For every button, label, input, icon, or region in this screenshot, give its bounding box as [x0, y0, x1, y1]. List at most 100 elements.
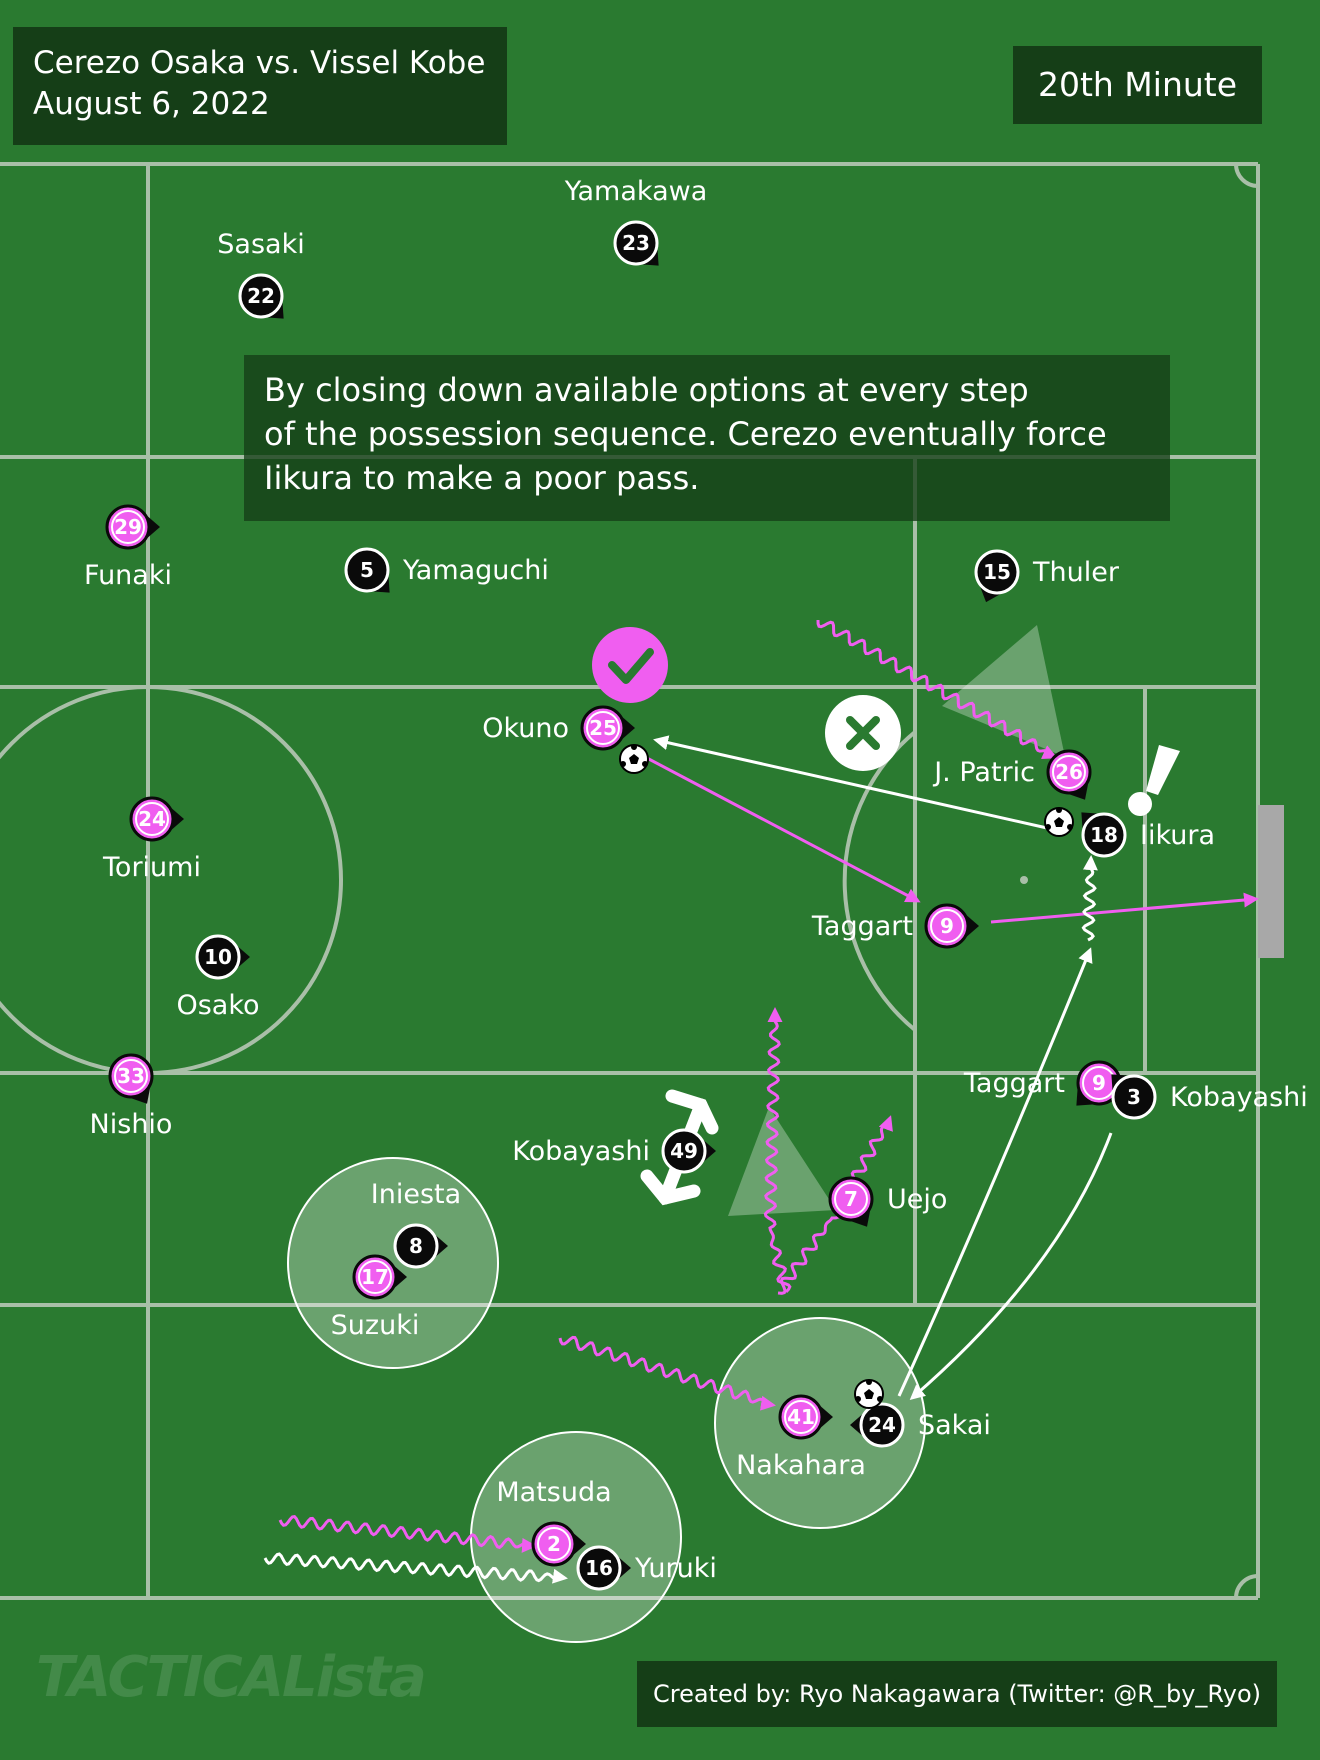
cerezo-marker — [352, 1254, 398, 1300]
player-name: Matsuda — [496, 1477, 611, 1508]
player-uejo: 7 Uejo — [828, 1176, 947, 1227]
shirt-number: 49 — [670, 1139, 698, 1163]
player-name: Taggart — [963, 1068, 1065, 1099]
vissel-marker — [1111, 1074, 1157, 1120]
shirt-number: 2 — [547, 1532, 561, 1556]
goal — [1258, 805, 1284, 958]
cerezo-marker — [778, 1394, 824, 1440]
facing-pointer — [621, 716, 635, 740]
player-name: Suzuki — [331, 1310, 420, 1341]
shirt-number: 33 — [117, 1064, 145, 1088]
cross-icon — [825, 695, 901, 771]
player-name: Kobayashi — [1170, 1082, 1308, 1113]
player-name: Yuruki — [634, 1553, 717, 1584]
facing-pointer — [850, 1413, 864, 1437]
facing-pointer — [572, 1532, 586, 1556]
player-okuno: 25 Okuno — [482, 705, 635, 751]
shirt-number: 26 — [1055, 760, 1083, 784]
exclamation-icon — [1128, 745, 1180, 816]
vissel-marker — [576, 1545, 622, 1591]
vissel-marker — [344, 547, 390, 593]
vissel-marker — [1081, 812, 1127, 858]
ball-icon — [1044, 807, 1074, 837]
facing-pointer — [146, 515, 160, 539]
shirt-number: 24 — [138, 807, 166, 831]
player-sakai: 24 Sakai — [850, 1402, 991, 1448]
player-name: Yamaguchi — [402, 555, 549, 586]
pressing-runs — [263, 619, 1098, 1584]
player-patric: 26 J. Patric — [932, 749, 1092, 800]
player-iniesta: 8 Iniesta — [371, 1179, 461, 1269]
shirt-number: 29 — [114, 515, 142, 539]
shirt-number: 18 — [1090, 823, 1118, 847]
player-name: Nishio — [90, 1109, 173, 1140]
shirt-number: 3 — [1127, 1085, 1141, 1109]
pressing-run-arrow — [263, 1552, 568, 1584]
match-title: Cerezo Osaka vs. Vissel Kobe — [33, 45, 486, 81]
shirt-number: 10 — [204, 945, 232, 969]
shirt-number: 16 — [585, 1556, 613, 1580]
shirt-number: 15 — [983, 560, 1011, 584]
pressing-run-arrow — [558, 1335, 776, 1411]
minute-badge: 20th Minute — [1013, 46, 1262, 124]
annotation-line-1: By closing down available options at eve… — [264, 371, 1029, 409]
shirt-number: 25 — [589, 716, 617, 740]
credit-panel: Created by: Ryo Nakagawara (Twitter: @R_… — [637, 1661, 1277, 1727]
shirt-number: 8 — [409, 1234, 423, 1258]
pass-arrows — [644, 735, 1259, 924]
vissel-marker — [613, 220, 659, 266]
pressing-run-arrow — [278, 1515, 537, 1553]
facing-pointer — [434, 1234, 448, 1258]
player-name: Yamakawa — [564, 176, 708, 207]
cerezo-marker — [108, 1053, 154, 1099]
match-title-panel: Cerezo Osaka vs. Vissel Kobe August 6, 2… — [13, 27, 507, 145]
player-name: Sakai — [918, 1410, 991, 1441]
facing-pointer — [236, 945, 250, 969]
player-name: Toriumi — [102, 852, 201, 883]
check-icon — [592, 627, 668, 703]
shirt-number: 5 — [360, 558, 374, 582]
player-name: Funaki — [84, 560, 172, 591]
player-name: Okuno — [482, 713, 569, 744]
player-name: Osako — [176, 990, 259, 1021]
player-name: Uejo — [887, 1184, 947, 1215]
shirt-number: 17 — [361, 1265, 389, 1289]
player-yuruki: 16 Yuruki — [576, 1545, 717, 1591]
annotation-line-2: of the possession sequence. Cerezo event… — [264, 415, 1107, 453]
shirt-number: 9 — [940, 914, 954, 938]
facing-pointer — [702, 1139, 716, 1163]
run-arrows — [897, 947, 1113, 1400]
player-name: Kobayashi — [512, 1136, 650, 1167]
cerezo-marker — [105, 504, 151, 550]
facing-pointer — [819, 1405, 833, 1429]
pressing-run-arrow — [816, 619, 1058, 759]
player-name: Nakahara — [736, 1450, 866, 1481]
pressing-run-arrow — [1081, 855, 1098, 942]
vissel-marker — [238, 273, 284, 319]
match-date: August 6, 2022 — [33, 86, 270, 122]
penalty-spot — [1020, 876, 1028, 884]
shirt-number: 9 — [1092, 1071, 1106, 1095]
player-yamaguchi: 5 Yamaguchi — [344, 547, 549, 593]
cerezo-marker — [924, 903, 970, 949]
vissel-marker — [195, 934, 241, 980]
cerezo-marker — [828, 1176, 874, 1222]
shirt-number: 24 — [868, 1413, 896, 1437]
player-name: Iniesta — [371, 1179, 461, 1210]
player-name: J. Patric — [932, 757, 1035, 788]
ball-icon — [854, 1379, 884, 1409]
shirt-number: 7 — [844, 1187, 858, 1211]
cerezo-marker — [580, 705, 626, 751]
facing-pointer — [393, 1265, 407, 1289]
player-kobayashi49: 49 Kobayashi — [512, 1128, 716, 1174]
